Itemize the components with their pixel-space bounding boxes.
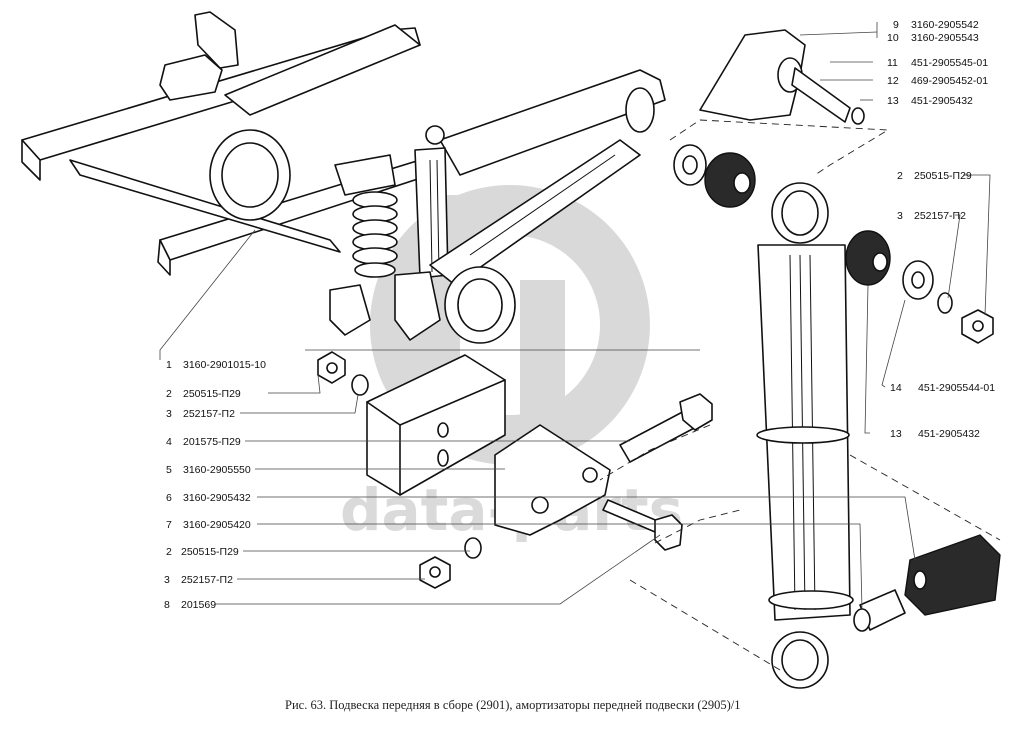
callout-part-number: 250515-П29 xyxy=(914,170,972,182)
callout-number: 3 xyxy=(164,574,170,586)
callout-number: 2 xyxy=(897,170,903,182)
callout-number: 2 xyxy=(166,546,172,558)
callout: 6 3160-2905432 xyxy=(166,492,251,504)
callout-number: 3 xyxy=(897,210,903,222)
callout-part-number: 250515-П29 xyxy=(181,546,239,558)
callout-number: 11 xyxy=(887,57,898,69)
callout-number: 1 xyxy=(166,359,172,371)
callout: 7 3160-2905420 xyxy=(166,519,251,531)
callout: 2 250515-П29 xyxy=(166,388,241,400)
callout: 3 252157-П2 xyxy=(166,408,235,420)
callout: 3 252157-П2 xyxy=(897,210,966,222)
callout-number: 9 xyxy=(893,19,899,31)
callout-part-number: 201575-П29 xyxy=(183,436,241,448)
callout-part-number: 451-2905432 xyxy=(911,95,973,107)
callout: 2 250515-П29 xyxy=(166,546,239,558)
callout-part-number: 451-2905544-01 xyxy=(918,382,995,394)
callout: 12 469-2905452-01 xyxy=(887,75,988,87)
leader-lines xyxy=(159,22,991,611)
callouts-right-mid: 2 250515-П29 3 252157-П2 xyxy=(897,170,972,222)
callout: 11 451-2905545-01 xyxy=(887,57,988,69)
callouts-right-top: 9 3160-2905542 10 3160-2905543 11 451-29055… xyxy=(887,19,988,107)
callout-number: 13 xyxy=(887,95,899,107)
callout-part-number: 3160-2901015-10 xyxy=(183,359,266,371)
callout-part-number: 3160-2905432 xyxy=(183,492,251,504)
callout-part-number: 252157-П2 xyxy=(181,574,233,586)
callout-part-number: 3160-2905543 xyxy=(911,32,979,44)
callout: 4 201575-П29 xyxy=(166,436,241,448)
callout: 2 250515-П29 xyxy=(897,170,972,182)
callout-part-number: 3160-2905550 xyxy=(183,464,251,476)
callout: 8 201569 xyxy=(164,599,216,611)
coil-spring xyxy=(334,154,398,278)
callout-number: 4 xyxy=(166,436,172,448)
callout-number: 12 xyxy=(887,75,899,87)
callout-number: 3 xyxy=(166,408,172,420)
suspension-assembly-drawing xyxy=(21,11,666,344)
callout: 10 3160-2905543 xyxy=(887,32,979,44)
callout-number: 13 xyxy=(890,428,902,440)
callout-part-number: 250515-П29 xyxy=(183,388,241,400)
callout: 9 3160-2905542 xyxy=(893,19,979,31)
callout: 13 451-2905432 xyxy=(890,428,980,440)
assembly-dashed-lines xyxy=(599,119,1001,671)
callout-number: 10 xyxy=(887,32,899,44)
bump-stop-bracket-parts xyxy=(317,351,713,589)
callout: 14 451-2905544-01 xyxy=(890,382,995,394)
callout-part-number: 201569 xyxy=(181,599,216,611)
figure-caption: Рис. 63. Подвеска передняя в сборе (2901… xyxy=(285,698,740,712)
callout: 1 3160-2901015-10 xyxy=(166,359,266,371)
callout-number: 6 xyxy=(166,492,172,504)
callout-number: 14 xyxy=(890,382,902,394)
callout-part-number: 451-2905432 xyxy=(918,428,980,440)
callout: 3 252157-П2 xyxy=(164,574,233,586)
callout-part-number: 252157-П2 xyxy=(183,408,235,420)
callout-number: 7 xyxy=(166,519,172,531)
callout-number: 8 xyxy=(164,599,170,611)
callout: 13 451-2905432 xyxy=(887,95,973,107)
callout-part-number: 3160-2905420 xyxy=(183,519,251,531)
callout-number: 5 xyxy=(166,464,172,476)
callout-part-number: 469-2905452-01 xyxy=(911,75,988,87)
callout-part-number: 451-2905545-01 xyxy=(911,57,988,69)
callout: 5 3160-2905550 xyxy=(166,464,251,476)
shock-absorber-drawing xyxy=(673,29,1001,689)
callouts-right-bottom: 14 451-2905544-01 13 451-2905432 xyxy=(890,382,995,440)
callout-part-number: 252157-П2 xyxy=(914,210,966,222)
callout-number: 2 xyxy=(166,388,172,400)
callout-part-number: 3160-2905542 xyxy=(911,19,979,31)
